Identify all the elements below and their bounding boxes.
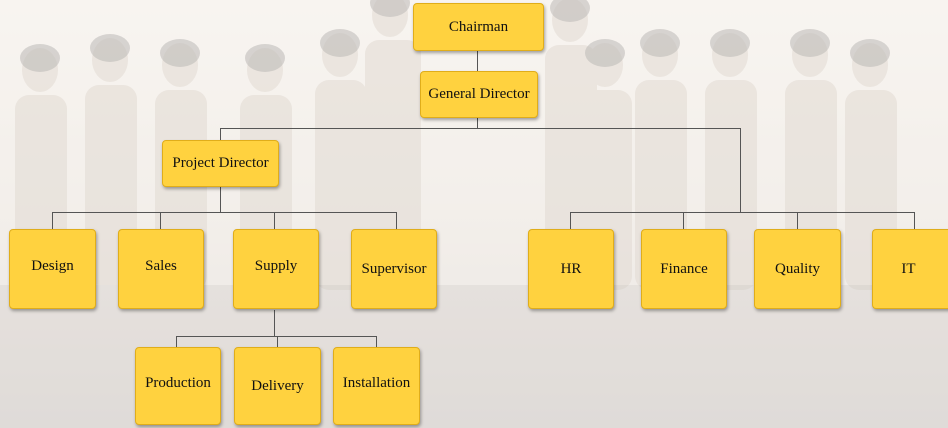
finance-box: Finance	[641, 229, 727, 309]
supervisor-label: Supervisor	[361, 260, 427, 277]
delivery-label: Delivery	[251, 377, 304, 394]
finance-label: Finance	[660, 260, 708, 277]
general-director-label: General Director	[428, 86, 530, 102]
chairman-box: Chairman	[413, 3, 544, 51]
production-box: Production	[135, 347, 221, 425]
quality-box: Quality	[754, 229, 841, 309]
supervisor-box: Supervisor	[351, 229, 437, 309]
production-label: Production	[145, 374, 211, 391]
project-director-label: Project Director	[172, 155, 269, 171]
supply-label: Supply	[254, 257, 298, 274]
hr-label: HR	[560, 260, 582, 277]
general-director-box: General Director	[420, 71, 538, 118]
installation-box: Installation	[333, 347, 420, 425]
chairman-label: Chairman	[448, 18, 509, 35]
hr-box: HR	[528, 229, 614, 309]
installation-label: Installation	[342, 374, 411, 391]
supply-box: Supply	[233, 229, 319, 309]
design-box: Design	[9, 229, 96, 309]
it-box: IT	[872, 229, 948, 309]
sales-label: Sales	[145, 257, 177, 274]
delivery-box: Delivery	[234, 347, 321, 425]
design-label: Design	[31, 257, 74, 274]
it-label: IT	[901, 260, 916, 277]
sales-box: Sales	[118, 229, 204, 309]
project-director-box: Project Director	[162, 140, 279, 187]
quality-label: Quality	[775, 260, 820, 277]
